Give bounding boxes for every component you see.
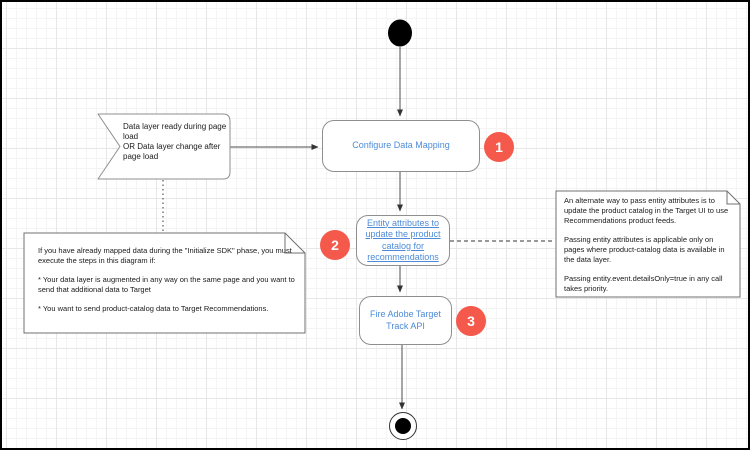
step-number-badge-2: 2: [320, 230, 350, 260]
left-note-text: If you have already mapped data during t…: [38, 246, 296, 323]
step-number-badge-1: 1: [484, 132, 514, 162]
left-note-shape: [23, 232, 306, 334]
right-note-paragraph-1: An alternate way to pass entity attribut…: [564, 196, 729, 225]
start-node-icon: [388, 19, 412, 47]
left-note-paragraph-2: * Your data layer is augmented in any wa…: [38, 275, 295, 294]
right-note-paragraph-3: Passing entity.event.detailsOnly=true in…: [564, 274, 723, 293]
step-configure-data-mapping-label: Configure Data Mapping: [352, 140, 450, 151]
signal-label: Data layer ready during page load OR Dat…: [123, 122, 227, 161]
step-number-badge-3: 3: [456, 306, 486, 336]
left-note-paragraph-1: If you have already mapped data during t…: [38, 246, 292, 265]
left-note-fold-icon: [284, 233, 305, 254]
right-note-text: An alternate way to pass entity attribut…: [564, 196, 732, 303]
step-entity-attributes-label: Entity attributes to update the product …: [365, 217, 441, 263]
step-entity-attributes-link[interactable]: Entity attributes to update the product …: [356, 215, 450, 266]
end-node-icon: [395, 418, 411, 434]
right-note-fold-icon: [726, 191, 740, 205]
step-configure-data-mapping[interactable]: Configure Data Mapping: [322, 120, 480, 172]
step-fire-target-track-api[interactable]: Fire Adobe Target Track API: [359, 296, 452, 345]
step-fire-target-track-api-label: Fire Adobe Target Track API: [370, 309, 441, 331]
signal-shape: [97, 113, 231, 180]
right-note-paragraph-2: Passing entity attributes is applicable …: [564, 235, 725, 264]
left-note-paragraph-3: * You want to send product-catalog data …: [38, 304, 269, 313]
right-note-shape: [555, 190, 741, 298]
